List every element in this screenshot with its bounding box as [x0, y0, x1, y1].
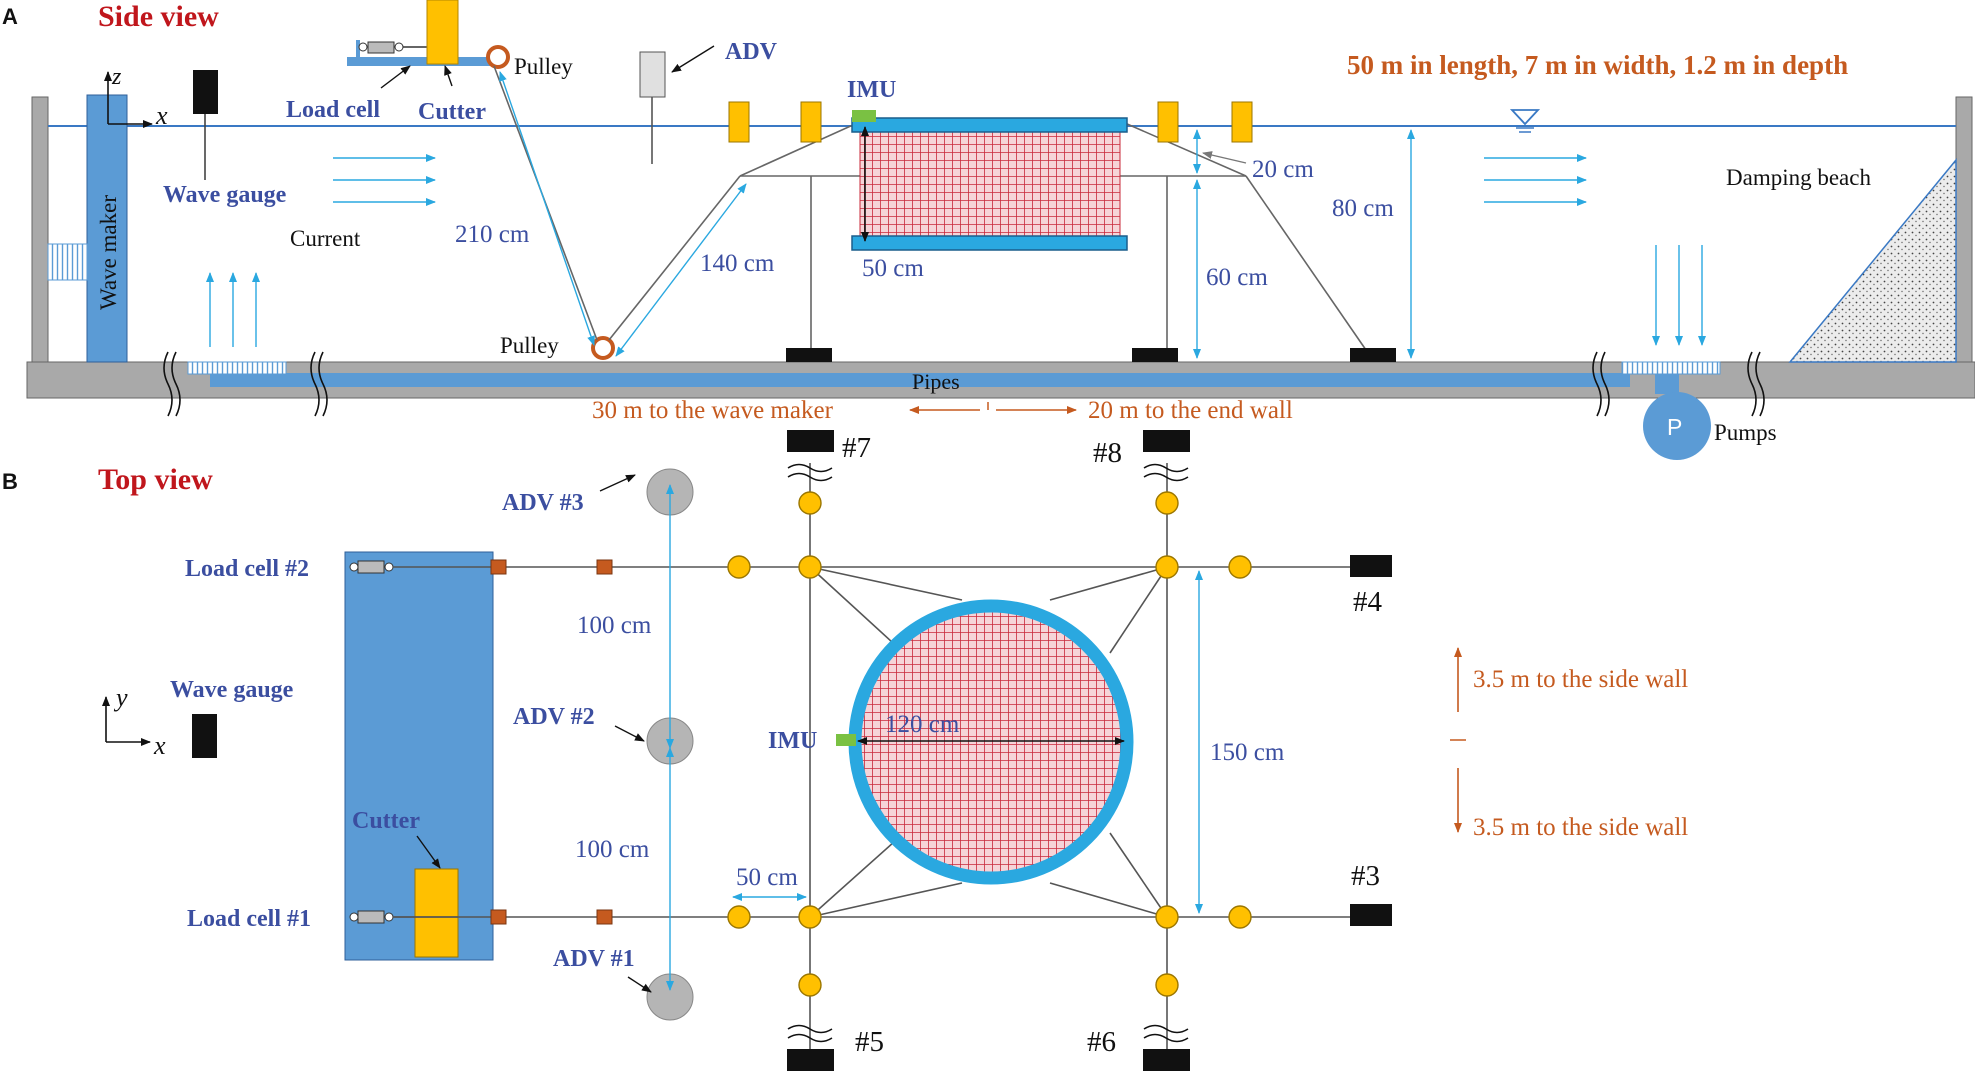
pulley-bottom: [591, 336, 615, 360]
current-label: Current: [290, 226, 361, 251]
pump: [1643, 392, 1711, 460]
dim-140-line: [615, 183, 747, 357]
side-view-panel: A Side view 50 m in length, 7 m in width…: [2, 0, 1975, 460]
pulley-top: [486, 45, 510, 69]
side-wall-down-label: 3.5 m to the side wall: [1473, 814, 1688, 841]
panel-letter-b: B: [2, 469, 18, 494]
outlet-grille: [1621, 361, 1721, 375]
pulley-top-label: Pulley: [514, 54, 573, 79]
dim-210-label: 210 cm: [455, 221, 530, 248]
load-cell-1-top: [349, 910, 394, 924]
anchors-side: [786, 348, 1396, 362]
load-cell-2-label: Load cell #2: [185, 556, 309, 582]
axis-z-label: z: [111, 64, 122, 90]
anchor-8-label: #8: [1093, 437, 1122, 469]
damping-beach-label: Damping beach: [1726, 165, 1871, 190]
pump-connector: [1655, 374, 1679, 394]
wave-gauge-side: [193, 70, 218, 114]
pumps-label: Pumps: [1714, 420, 1777, 445]
wave-maker-spring: [47, 243, 88, 281]
dim-140-label: 140 cm: [700, 250, 775, 277]
damping-beach: [1788, 157, 1957, 363]
cutter-top: [414, 868, 459, 958]
top-axes: y x: [102, 683, 166, 760]
dim-210-line: [499, 71, 595, 346]
pump-symbol: P: [1667, 414, 1682, 440]
dim-100a-label: 100 cm: [577, 612, 652, 639]
wave-gauge-side-label: Wave gauge: [163, 182, 287, 208]
dim-60-label: 60 cm: [1206, 264, 1268, 291]
wave-gauge-top: [192, 714, 217, 758]
dim-50-label: 50 cm: [862, 255, 924, 282]
distance-to-end-wall: 20 m to the end wall: [1088, 397, 1293, 424]
wave-maker-label: Wave maker: [96, 195, 121, 310]
water-level-symbol: [1509, 109, 1541, 126]
adv-side-label: ADV: [725, 39, 778, 65]
adv-side: [639, 51, 666, 98]
pipes: [210, 373, 1630, 387]
adv2-label: ADV #2: [513, 704, 595, 730]
axis-x-label: x: [155, 101, 168, 130]
wave-gauge-top-label: Wave gauge: [170, 677, 294, 703]
carriage: [347, 57, 497, 66]
adv3-label: ADV #3: [502, 490, 584, 516]
dim-100b-label: 100 cm: [575, 836, 650, 863]
anchor-6-label: #6: [1087, 1026, 1116, 1058]
imu-side-label: IMU: [847, 77, 896, 103]
side-axes: z x: [104, 64, 168, 130]
top-view-panel: B Top view y x Wave gauge Cutter Load ce…: [2, 430, 1688, 1071]
tank-dimensions-text: 50 m in length, 7 m in width, 1.2 m in d…: [1347, 50, 1848, 80]
cutter-top-label: Cutter: [352, 808, 420, 834]
anchor-break-marks: [787, 463, 1189, 1043]
imu-side: [852, 110, 876, 122]
sinker-tube-side: [851, 235, 1128, 251]
right-wall: [1955, 96, 1973, 363]
anchor-7-label: #7: [842, 432, 871, 464]
left-wall: [31, 96, 49, 363]
load-cell-side-label: Load cell: [286, 97, 380, 123]
current-arrows: [206, 154, 1706, 347]
distance-to-wave-maker: 30 m to the wave maker: [592, 397, 834, 424]
buoys-top: [727, 491, 1252, 997]
floats-side: [728, 101, 1253, 143]
load-cell-2-top: [349, 560, 394, 574]
pipes-label: Pipes: [912, 369, 960, 394]
axis-y-label: y: [113, 683, 128, 712]
inlet-grille: [187, 361, 287, 375]
float-collar-side: [851, 117, 1128, 133]
load-cell-1-label: Load cell #1: [187, 906, 311, 932]
axis-x-label-top: x: [153, 731, 166, 760]
cutter-side-label: Cutter: [418, 99, 486, 125]
dim-120-label: 120 cm: [885, 711, 960, 738]
wave-maker: [86, 94, 128, 363]
adv1-label: ADV #1: [553, 946, 635, 972]
pulley-bottom-label: Pulley: [500, 333, 559, 358]
shackles-top: [490, 559, 613, 925]
floor-break-marks: [163, 351, 1765, 417]
side-view-title: Side view: [98, 0, 219, 33]
dim-20-label: 20 cm: [1252, 156, 1314, 183]
imu-top-label: IMU: [768, 728, 817, 754]
panel-letter-a: A: [2, 4, 18, 29]
anchors-top: [787, 430, 1392, 1071]
top-view-title: Top view: [98, 463, 213, 496]
imu-top: [836, 734, 856, 746]
dim-80-label: 80 cm: [1332, 195, 1394, 222]
dim-150-label: 150 cm: [1210, 739, 1285, 766]
anchor-5-label: #5: [855, 1026, 884, 1058]
dim-50-top-label: 50 cm: [736, 864, 798, 891]
net-cage-side: [859, 129, 1121, 237]
side-wall-up-label: 3.5 m to the side wall: [1473, 666, 1688, 693]
load-cell-side: [367, 41, 395, 54]
anchor-4-label: #4: [1353, 586, 1383, 618]
cutter-side: [426, 0, 459, 65]
anchor-3-label: #3: [1351, 860, 1380, 892]
